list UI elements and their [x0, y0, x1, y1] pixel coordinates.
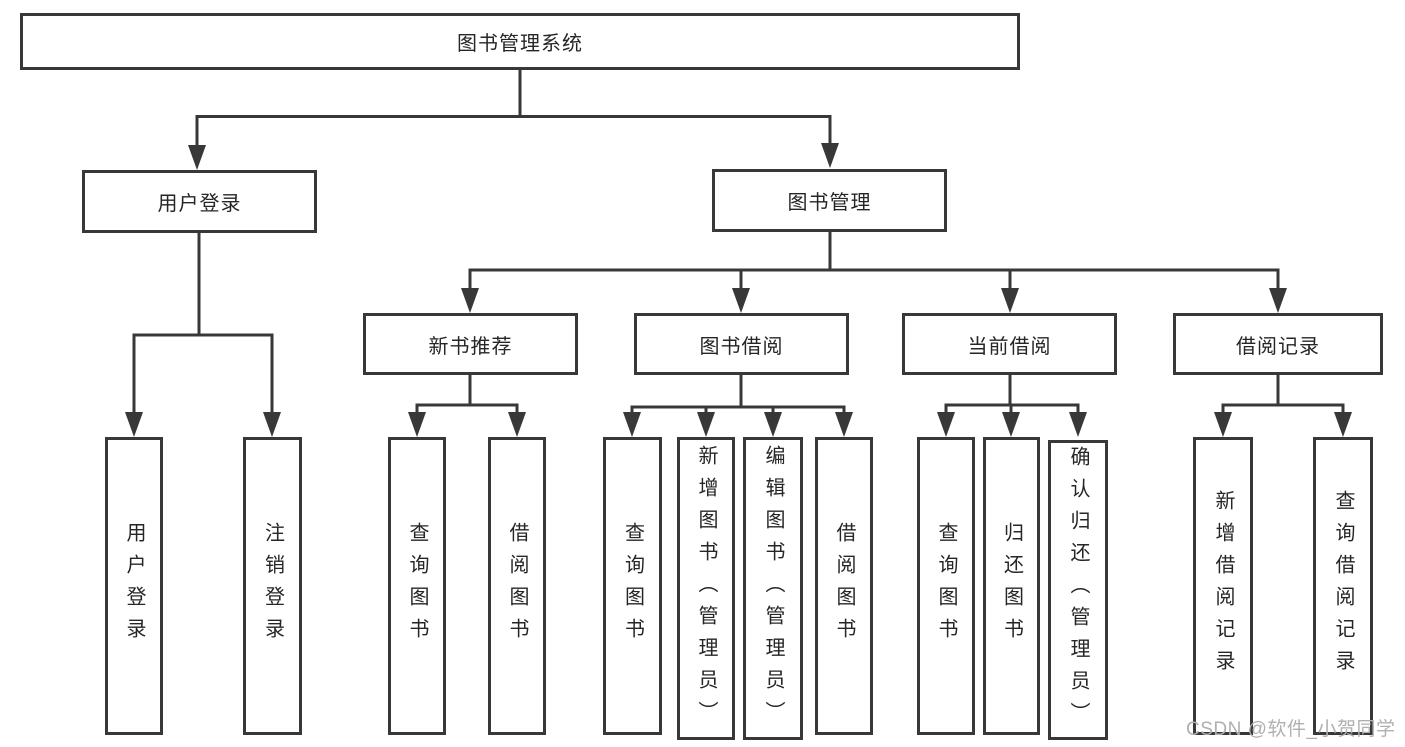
node-current-borrowing-label: 当前借阅 — [967, 335, 1052, 358]
node-user-login: 用户登录 — [82, 170, 317, 233]
leaf-query-books-borrow-label: 查询图书 — [621, 522, 644, 650]
node-new-book-recommend-label: 新书推荐 — [428, 335, 513, 358]
node-book-management: 图书管理 — [712, 169, 947, 232]
leaf-add-book-admin: 新增图书（管理员） — [677, 437, 735, 740]
leaf-query-books-current: 查询图书 — [917, 437, 975, 735]
node-user-login-label: 用户登录 — [157, 193, 242, 215]
leaf-user-login: 用户登录 — [105, 437, 163, 735]
node-book-borrowing: 图书借阅 — [634, 313, 849, 375]
leaf-logout: 注销登录 — [243, 437, 302, 735]
leaf-query-borrow-record-label: 查询借阅记录 — [1332, 490, 1354, 682]
leaf-user-login-label: 用户登录 — [123, 522, 145, 650]
leaf-borrow-books-borrow: 借阅图书 — [815, 437, 873, 735]
leaf-borrow-books-recommend-label: 借阅图书 — [506, 522, 528, 650]
leaf-logout-label: 注销登录 — [261, 522, 284, 650]
root-node-label: 图书管理系统 — [457, 33, 583, 55]
leaf-query-borrow-record: 查询借阅记录 — [1313, 437, 1373, 735]
node-book-management-label: 图书管理 — [787, 192, 872, 214]
leaf-add-borrow-record: 新增借阅记录 — [1193, 437, 1253, 735]
leaf-borrow-books-borrow-label: 借阅图书 — [833, 522, 855, 650]
node-borrowing-records-label: 借阅记录 — [1236, 335, 1320, 358]
node-book-borrowing-label: 图书借阅 — [699, 335, 784, 358]
leaf-query-books-borrow: 查询图书 — [603, 437, 662, 735]
leaf-query-books-recommend-label: 查询图书 — [406, 522, 428, 650]
leaf-query-books-recommend: 查询图书 — [388, 437, 446, 735]
leaf-add-borrow-record-label: 新增借阅记录 — [1212, 490, 1234, 682]
leaf-add-book-admin-label: 新增图书（管理员） — [695, 444, 717, 733]
leaf-confirm-return-admin-label: 确认归还（管理员） — [1067, 446, 1089, 734]
leaf-query-books-current-label: 查询图书 — [935, 522, 957, 650]
watermark-text: CSDN @软件_小贺同学 — [1186, 719, 1396, 740]
node-current-borrowing: 当前借阅 — [902, 313, 1117, 375]
node-borrowing-records: 借阅记录 — [1173, 313, 1383, 375]
leaf-confirm-return-admin: 确认归还（管理员） — [1048, 440, 1108, 740]
leaf-return-books: 归还图书 — [983, 437, 1040, 735]
leaf-edit-book-admin: 编辑图书（管理员） — [743, 437, 803, 740]
leaf-return-books-label: 归还图书 — [1000, 522, 1023, 650]
root-node-library-system: 图书管理系统 — [20, 13, 1020, 70]
leaf-edit-book-admin-label: 编辑图书（管理员） — [762, 444, 784, 733]
node-new-book-recommend: 新书推荐 — [363, 313, 578, 375]
leaf-borrow-books-recommend: 借阅图书 — [488, 437, 546, 735]
